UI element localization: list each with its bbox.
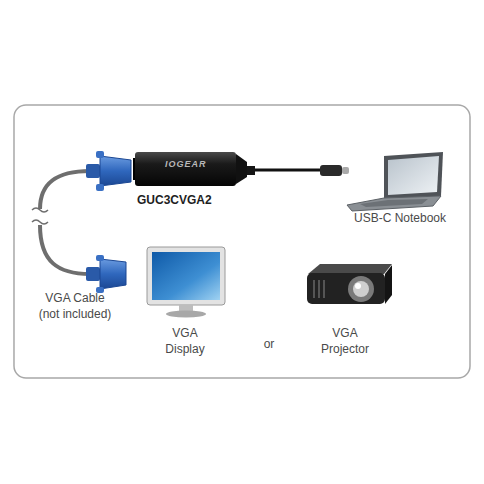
projector-side [385,265,392,304]
laptop-keyboard [360,199,428,207]
notebook-node: USB-C Notebook [340,148,460,228]
vga-plug-body [100,259,126,289]
laptop-lid [384,152,443,199]
monitor-screen [152,252,220,300]
adapter-node: IOGEAR GUC3CVGA2 [135,150,255,210]
laptop-screen [388,156,439,195]
vga-cable-wire [40,171,90,209]
model-number: GUC3CVGA2 [137,192,247,208]
thumb-screw [96,255,104,261]
usb-c-plug [320,165,342,176]
cable-break-mark [32,220,48,224]
device-label: VGA Projector [317,325,373,357]
projector-vent [313,280,315,298]
thumb-screw [96,184,104,191]
outer-frame [14,105,470,378]
monitor-base [166,311,206,318]
vga-cable-wire [40,225,90,274]
vga-plug-body [100,156,131,186]
projector-body [307,273,385,304]
adapter-end-cap [236,154,247,184]
device-label: VGA Display [160,325,210,357]
vga-plug-hood [86,267,100,281]
projector-lens-ring [348,276,374,302]
projector-node: VGA Projector [295,262,395,355]
cable-node: VGA Cable (not included) [30,150,130,315]
projector-vent [323,280,325,298]
cable-label: VGA Cable (not included) [35,290,115,322]
monitor-bezel [147,247,225,305]
device-label: USB-C Notebook [340,210,460,226]
projector-vent [318,280,320,298]
adapter-body [135,152,236,186]
strain-relief [247,166,255,175]
vga-plug-hood [86,164,100,178]
projector-lens [353,281,369,297]
or-label: or [256,336,282,352]
brand-logo: IOGEAR [165,158,235,170]
display-node: VGA Display [140,240,230,355]
lens-highlight [355,283,361,289]
projector-top [308,264,392,274]
cable-break-mark [32,208,48,212]
laptop-base [347,196,441,211]
thumb-screw [96,151,104,158]
usb-c-tip [342,167,349,174]
